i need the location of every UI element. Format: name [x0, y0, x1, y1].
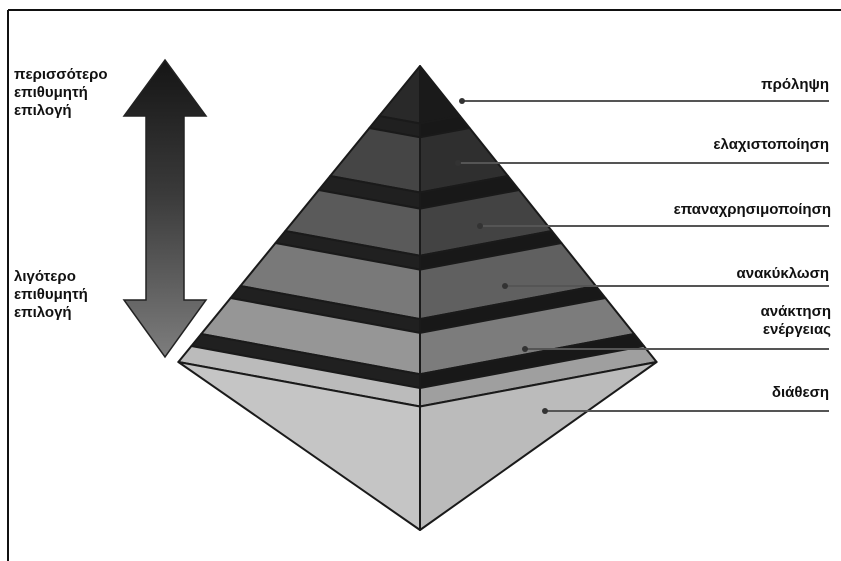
level-label-minimisation: ελαχιστοποίηση: [713, 136, 829, 154]
level-label-line: ανακύκλωση: [736, 265, 830, 282]
pyramid-layer-prevention: [368, 65, 471, 139]
level-label-line: διάθεση: [771, 384, 829, 401]
less-desirable-line-2: επιθυμητή: [14, 286, 88, 303]
less-desirable-line-3: επιλογή: [14, 304, 72, 321]
pyramid-layer-reuse: [274, 189, 563, 271]
level-label-line: ενέργειας: [762, 321, 831, 338]
pyramid-layer-minimisation: [317, 127, 521, 210]
desirability-double-arrow-icon: [122, 58, 208, 359]
pyramid-face-left: [378, 65, 421, 125]
leader-dot-prevention: [459, 98, 465, 104]
level-label-line: επαναχρησιμοποίηση: [673, 201, 831, 218]
level-label-reuse: επαναχρησιμοποίηση: [674, 201, 831, 219]
pyramid-face-right: [419, 65, 461, 125]
pyramid-layer-disposal: [177, 345, 658, 531]
leader-dot-reuse: [477, 223, 483, 229]
pyramid-layer-energy-recovery: [190, 297, 645, 390]
more-desirable-line-1: περισσότερο: [14, 66, 108, 83]
pyramid-layer-recycling: [229, 242, 607, 334]
less-desirable-label: λιγότερο επιθυμητή επιλογή: [14, 268, 88, 322]
level-label-energy-recovery: ανάκτηση ενέργειας: [761, 303, 831, 339]
level-label-disposal: διάθεση: [772, 384, 829, 402]
leader-dot-recycling: [502, 283, 508, 289]
level-label-line: ελαχιστοποίηση: [713, 136, 829, 153]
leader-dot-disposal: [542, 408, 548, 414]
leader-dot-energy-recovery: [522, 346, 528, 352]
less-desirable-line-1: λιγότερο: [14, 268, 76, 285]
pyramid-layers: [177, 65, 658, 531]
pyramid-base-right: [419, 361, 658, 531]
more-desirable-line-2: επιθυμητή: [14, 84, 88, 101]
level-label-prevention: πρόληψη: [761, 76, 829, 94]
level-label-line: ανάκτηση: [760, 303, 831, 320]
pyramid-leader-lines: [455, 98, 829, 414]
level-label-line: πρόληψη: [761, 76, 829, 93]
more-desirable-line-3: επιλογή: [14, 102, 72, 119]
more-desirable-label: περισσότερο επιθυμητή επιλογή: [14, 66, 108, 120]
leader-dot-minimisation: [455, 160, 461, 166]
level-label-recycling: ανακύκλωση: [737, 265, 830, 283]
